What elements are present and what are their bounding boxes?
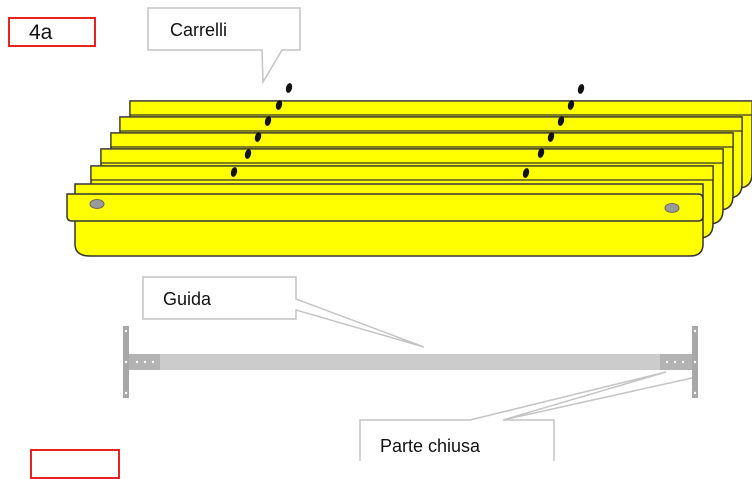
wheel-pins-left — [230, 83, 293, 177]
screw-hole-left — [89, 199, 105, 209]
step-number: 4a — [29, 21, 53, 44]
callout-rail — [142, 276, 425, 348]
callout-rail-label: Guida — [163, 289, 212, 309]
callout-carts — [147, 7, 301, 85]
diagram-canvas — [66, 7, 752, 461]
callout-carts-label: Carrelli — [170, 20, 228, 40]
cart-1 — [66, 183, 704, 257]
screw-hole-right — [664, 203, 680, 213]
rail-bracket-right — [660, 326, 698, 398]
callout-closed-end-label: Parte chiusa — [380, 436, 481, 456]
next-step-badge — [30, 449, 120, 479]
rail-bracket-left — [123, 326, 160, 398]
wheel-pins-right — [522, 84, 585, 178]
assembly-diagram: 4a Carrelli Guida Parte chiusa — [8, 7, 752, 479]
callout-closed-end — [359, 371, 693, 461]
step-badge: 4a — [8, 17, 96, 47]
rail — [123, 326, 698, 398]
cart-stack — [66, 83, 752, 257]
